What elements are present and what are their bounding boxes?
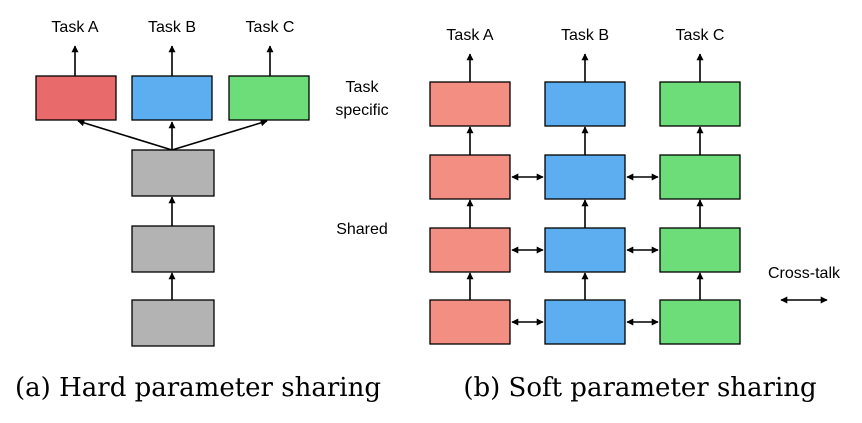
soft-task-c-layer-4 [659, 81, 741, 127]
hard-shared-to-task-c-arrow [171, 119, 268, 151]
hard-sharing-caption: (a) Hard parameter sharing [15, 373, 381, 403]
hard-shared-to-task-a-arrow [77, 119, 173, 151]
cross-talk-legend: Cross-talk [768, 265, 841, 304]
soft-task-b-layer-3 [544, 154, 626, 200]
layer-type-labels: Task specific Shared [335, 79, 388, 238]
soft-task-c-layer-3 [659, 154, 741, 200]
hard-task-a-layer [35, 75, 117, 121]
hard-task-c-label: Task C [246, 19, 295, 36]
soft-sharing-caption: (b) Soft parameter sharing [463, 373, 816, 403]
hard-shared-layer-2 [131, 225, 215, 273]
soft-task-b-layer-1 [544, 299, 626, 345]
soft-task-a-layer-4 [429, 81, 511, 127]
soft-task-a-layer-3 [429, 154, 511, 200]
hard-task-c-layer [228, 75, 310, 121]
hard-task-a-label: Task A [51, 19, 98, 36]
soft-task-a-layer-1 [429, 299, 511, 345]
soft-task-c-layer-1 [659, 299, 741, 345]
soft-task-b-label: Task B [561, 27, 609, 44]
soft-task-a-layer-2 [429, 227, 511, 273]
soft-task-c-layer-2 [659, 227, 741, 273]
soft-task-c-label: Task C [676, 27, 725, 44]
soft-task-b-layer-4 [544, 81, 626, 127]
task-specific-label-line2: specific [335, 102, 388, 119]
hard-shared-layer-1 [131, 299, 215, 347]
shared-label: Shared [336, 221, 388, 238]
cross-talk-legend-label: Cross-talk [768, 265, 841, 282]
soft-sharing-panel: Task A Task B Task C [429, 27, 817, 403]
hard-shared-layer-3 [131, 149, 215, 197]
hard-sharing-panel: Task A Task B Task C (a) Hard parameter … [15, 19, 381, 403]
hard-task-b-label: Task B [148, 19, 196, 36]
task-specific-label-line1: Task [346, 79, 380, 96]
soft-task-a-label: Task A [446, 27, 493, 44]
hard-task-b-layer [131, 75, 213, 121]
soft-task-b-layer-2 [544, 227, 626, 273]
